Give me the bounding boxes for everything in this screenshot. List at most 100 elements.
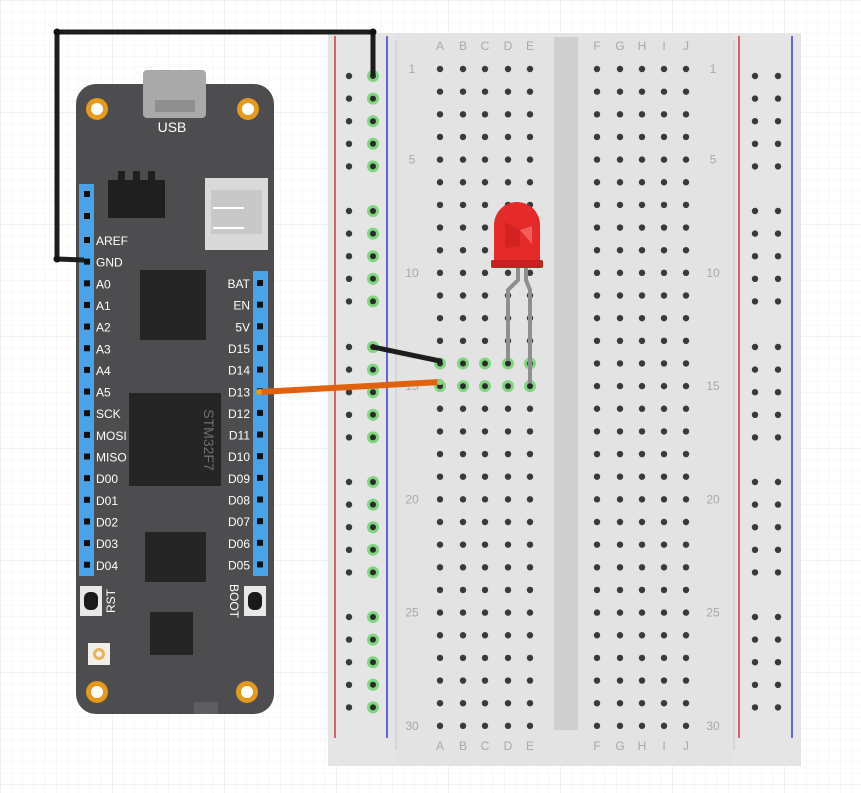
breadboard-hole[interactable] [751,704,759,711]
breadboard-hole[interactable] [504,65,512,73]
breadboard-hole[interactable] [593,201,601,209]
breadboard-hole[interactable] [774,366,782,373]
breadboard-hole[interactable] [504,473,512,480]
breadboard-hole[interactable] [616,428,624,435]
breadboard-hole[interactable] [638,677,646,684]
breadboard-hole[interactable] [751,613,759,621]
breadboard-hole[interactable] [616,632,624,639]
breadboard-hole[interactable] [751,343,759,351]
breadboard-hole[interactable] [774,434,782,441]
breadboard-hole[interactable] [459,450,467,458]
breadboard-hole[interactable] [504,269,512,277]
breadboard-hole[interactable] [436,609,444,616]
breadboard-hole[interactable] [481,473,489,480]
breadboard-hole[interactable] [436,677,444,684]
breadboard-hole[interactable] [593,518,601,526]
breadboard-hole[interactable] [504,722,512,730]
breadboard-hole[interactable] [526,654,534,662]
header-pin-d15[interactable] [257,344,263,351]
breadboard-hole[interactable] [638,201,646,209]
breadboard-hole[interactable] [436,541,444,548]
breadboard-hole[interactable] [682,201,690,209]
breadboard-hole[interactable] [526,677,534,684]
breadboard-hole[interactable] [593,360,601,367]
breadboard-hole[interactable] [682,360,690,367]
breadboard-hole[interactable] [593,156,601,163]
breadboard-hole[interactable] [660,632,668,639]
breadboard-hole[interactable] [682,700,690,707]
breadboard-hole[interactable] [638,541,646,548]
breadboard-hole[interactable] [459,337,467,344]
header-pin-aref[interactable] [84,237,90,243]
breadboard-hole[interactable] [504,428,512,435]
header-pin-a3[interactable] [84,345,90,352]
breadboard-hole[interactable] [436,337,444,344]
breadboard-hole[interactable] [481,224,489,231]
breadboard-hole[interactable] [638,632,646,639]
breadboard-hole[interactable] [526,111,534,118]
breadboard-hole[interactable] [345,704,353,711]
breadboard-hole[interactable] [616,382,624,390]
breadboard-hole[interactable] [751,524,759,531]
breadboard-hole[interactable] [459,269,467,277]
breadboard-hole[interactable] [682,292,690,299]
breadboard-hole[interactable] [459,405,467,412]
breadboard-hole[interactable] [682,247,690,254]
breadboard-hole[interactable] [616,201,624,209]
breadboard-hole[interactable] [526,405,534,412]
header-pin-5v[interactable] [257,323,263,330]
breadboard-hole[interactable] [459,586,467,594]
breadboard-hole[interactable] [682,224,690,231]
header-pin-d08[interactable] [257,496,263,503]
breadboard-hole[interactable] [593,314,601,322]
breadboard-hole[interactable] [751,411,759,418]
header-pin-d02[interactable] [84,518,90,525]
breadboard-hole[interactable] [345,569,353,576]
header-pin-d06[interactable] [257,539,263,546]
breadboard-hole[interactable] [660,405,668,412]
breadboard-hole[interactable] [526,65,534,73]
breadboard-hole[interactable] [682,405,690,412]
header-pin-mosi[interactable] [84,431,90,438]
breadboard-hole[interactable] [481,496,489,503]
breadboard-hole[interactable] [660,224,668,231]
breadboard-hole[interactable] [682,65,690,73]
breadboard-hole[interactable] [682,541,690,548]
breadboard-hole[interactable] [459,156,467,163]
breadboard-hole[interactable] [593,88,601,95]
breadboard-hole[interactable] [526,632,534,639]
breadboard-hole[interactable] [345,72,353,80]
breadboard-hole[interactable] [774,478,782,486]
breadboard-hole[interactable] [504,179,512,186]
breadboard-hole[interactable] [436,292,444,299]
breadboard-hole[interactable] [504,133,512,141]
breadboard-hole[interactable] [593,677,601,684]
breadboard-hole[interactable] [616,564,624,571]
breadboard-hole[interactable] [436,586,444,594]
breadboard-hole[interactable] [526,722,534,730]
breadboard-hole[interactable] [660,722,668,730]
breadboard-hole[interactable] [593,632,601,639]
breadboard-hole[interactable] [751,636,759,643]
breadboard-hole[interactable] [436,428,444,435]
breadboard-hole[interactable] [436,179,444,186]
breadboard-hole[interactable] [660,541,668,548]
breadboard-hole[interactable] [660,518,668,526]
breadboard-hole[interactable] [616,518,624,526]
breadboard-hole[interactable] [616,156,624,163]
breadboard-hole[interactable] [436,269,444,277]
breadboard-hole[interactable] [616,314,624,322]
breadboard-hole[interactable] [616,654,624,662]
red-led[interactable] [491,202,543,383]
breadboard-hole[interactable] [682,382,690,390]
breadboard-hole[interactable] [345,681,353,688]
breadboard-hole[interactable] [481,314,489,322]
header-pin-d00[interactable] [84,475,90,482]
breadboard-hole[interactable] [481,269,489,277]
breadboard-hole[interactable] [774,118,782,125]
breadboard-hole[interactable] [436,201,444,209]
header-pin-en[interactable] [257,301,263,308]
breadboard-hole[interactable] [774,140,782,147]
breadboard-hole[interactable] [660,292,668,299]
breadboard-hole[interactable] [436,654,444,662]
